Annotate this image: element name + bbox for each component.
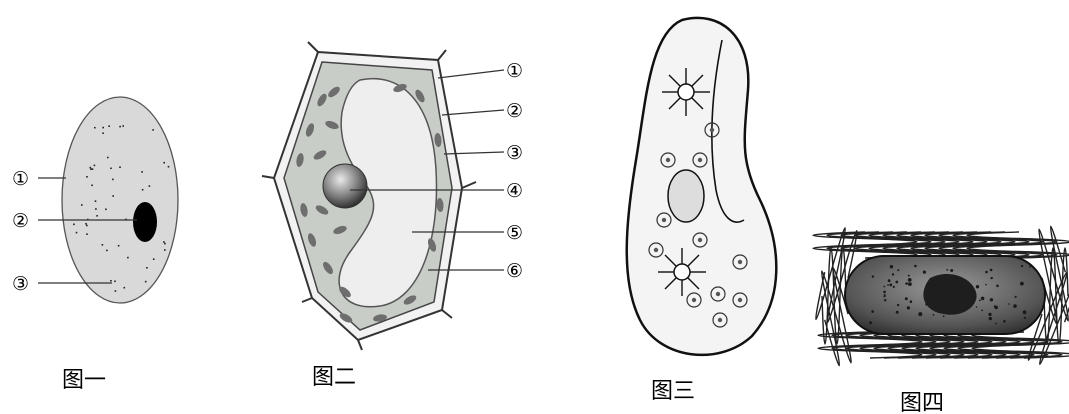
label-1: ① <box>506 60 523 82</box>
label-5: ⑤ <box>506 222 523 244</box>
figure-2-caption: 图二 <box>312 365 356 390</box>
contractile-vacuole-top <box>662 68 710 116</box>
label-6: ⑥ <box>506 260 523 282</box>
label-2: ② <box>12 210 29 232</box>
label-1: ① <box>12 168 29 190</box>
label-3: ③ <box>506 142 523 164</box>
figure-1-animal-cell: ① ② ③ 图一 <box>12 97 178 393</box>
figure-4-caption: 图四 <box>900 391 944 414</box>
nucleus <box>133 202 157 242</box>
cell-membrane <box>62 97 178 303</box>
figure-3-caption: 图三 <box>651 379 695 404</box>
label-3: ③ <box>12 273 29 295</box>
nucleus <box>323 164 367 208</box>
figure-1-caption: 图一 <box>62 368 106 393</box>
figure-4-bacterium: 图四 <box>813 226 1069 414</box>
macronucleus <box>668 170 704 222</box>
contractile-vacuole-bottom <box>658 248 706 296</box>
label-2: ② <box>506 100 523 122</box>
figure-3-paramecium: 图三 <box>627 18 777 404</box>
label-4: ④ <box>506 180 523 202</box>
figure-2-plant-cell: ① ② ③ ④ ⑤ ⑥ 图二 <box>262 42 523 390</box>
